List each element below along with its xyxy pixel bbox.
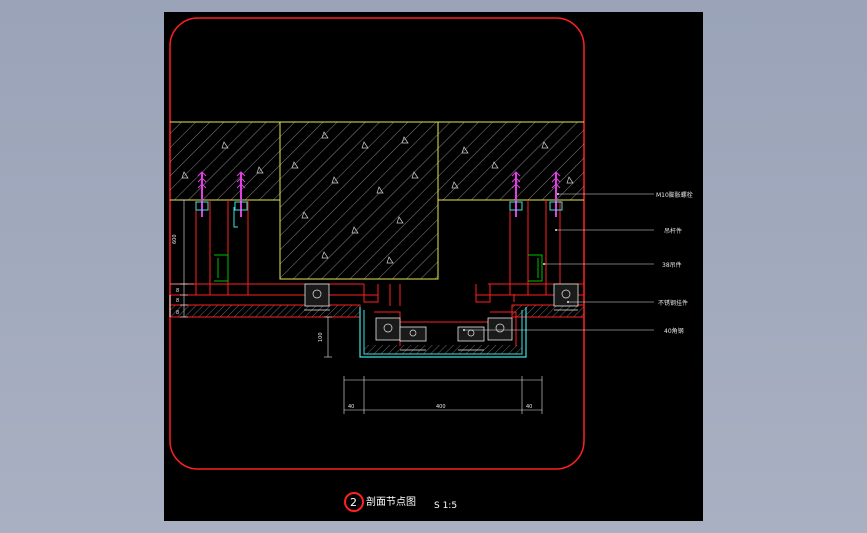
dims-bottom-lines — [343, 376, 543, 414]
dim-8b: 8 — [176, 298, 179, 304]
concrete-beam — [279, 121, 439, 280]
slab-right — [438, 122, 584, 200]
aggregate-marks — [181, 131, 574, 264]
title-text: 剖面节点图 — [366, 495, 416, 508]
title-number: 2 — [350, 496, 357, 509]
dim-400: 400 — [436, 404, 446, 410]
callout-38-hanger: 38吊件 — [662, 261, 682, 269]
drawing-frame — [169, 17, 585, 470]
recessed-trough — [359, 294, 527, 358]
bolt-heads — [304, 289, 578, 351]
callout-stainless-clip: 不锈钢挂件 — [658, 299, 688, 307]
dim-600: 600 — [172, 234, 178, 244]
leader-lines — [464, 193, 654, 331]
title-number-circle — [344, 492, 364, 512]
cad-viewport[interactable]: 600 8 8 8 100 40 400 40 M10膨胀螺栓 吊杆件 38吊件… — [164, 12, 703, 521]
leader-dots — [463, 193, 569, 331]
dim-8a: 8 — [176, 288, 179, 294]
slab-left — [170, 122, 280, 200]
scale-text: S 1:5 — [434, 501, 457, 511]
dim-100: 100 — [318, 332, 324, 342]
callout-expansion-bolt: M10膨胀螺栓 — [656, 191, 693, 199]
dims-left-lines — [170, 199, 332, 358]
hanger-right — [509, 171, 563, 295]
hanger-left — [195, 171, 249, 295]
dim-8c: 8 — [176, 310, 179, 316]
ceiling-left — [169, 283, 401, 318]
dim-40-right: 40 — [526, 404, 532, 410]
section-drawing: 600 8 8 8 100 40 400 40 M10膨胀螺栓 吊杆件 38吊件… — [169, 17, 693, 512]
dim-40-left: 40 — [348, 404, 354, 410]
callout-angle-steel: 40角钢 — [664, 327, 684, 335]
bracket-hardware — [304, 283, 579, 342]
callout-hanger-rod: 吊杆件 — [664, 227, 682, 235]
